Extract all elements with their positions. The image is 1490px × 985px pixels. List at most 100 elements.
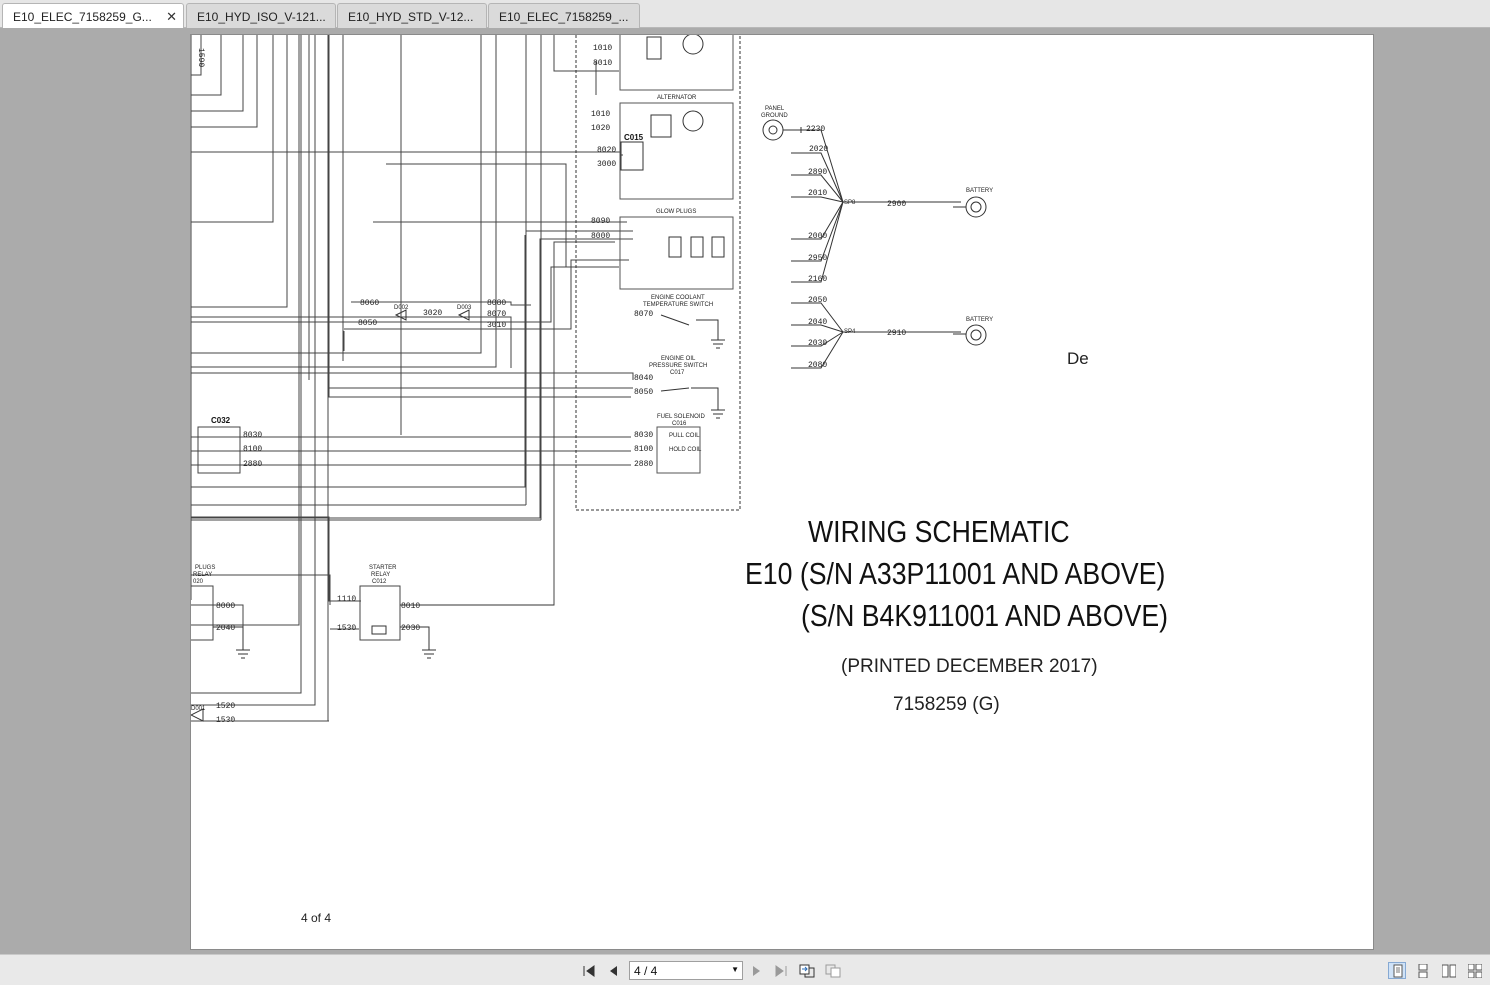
schematic-title: WIRING SCHEMATIC bbox=[808, 514, 1070, 549]
wire-label: 3020 bbox=[423, 309, 442, 318]
wire-label: 2040 bbox=[808, 318, 827, 327]
last-page-icon[interactable] bbox=[773, 963, 789, 979]
starter-relay-label: RELAY bbox=[371, 572, 390, 578]
wire-label: 1110 bbox=[337, 595, 356, 604]
tab-label: E10_ELEC_7158259_... bbox=[499, 10, 629, 24]
d001-label: D001 bbox=[191, 706, 206, 712]
wire-label: 2040 bbox=[216, 624, 235, 633]
coolant-switch-label: TEMPERATURE SWITCH bbox=[643, 302, 713, 308]
continuous-view-icon[interactable] bbox=[1413, 962, 1431, 979]
previous-page-icon[interactable] bbox=[606, 963, 622, 979]
wire-label: 3000 bbox=[597, 160, 616, 169]
wire-label: 8000 bbox=[591, 232, 610, 241]
navigation-bar: 4 / 4 ▼ bbox=[0, 954, 1490, 985]
continuous-facing-view-icon[interactable] bbox=[1465, 962, 1483, 979]
facing-view-icon[interactable] bbox=[1439, 962, 1457, 979]
starter-relay-label: C012 bbox=[372, 579, 387, 585]
wire-label: 3010 bbox=[487, 321, 506, 330]
wire-label: 8000 bbox=[216, 602, 235, 611]
fuel-solenoid-label: C016 bbox=[672, 421, 687, 427]
wire-label: 2900 bbox=[887, 200, 906, 209]
next-page-icon[interactable] bbox=[748, 963, 764, 979]
wire-label: 8050 bbox=[634, 388, 653, 397]
wire-label: 8100 bbox=[634, 445, 653, 454]
wire-label: 8060 bbox=[360, 299, 379, 308]
truncated-text: De bbox=[1067, 349, 1089, 368]
starter-relay-label: STARTER bbox=[369, 565, 397, 571]
single-page-view-icon[interactable] bbox=[1388, 962, 1406, 979]
sp8-label: SP8 bbox=[844, 200, 856, 206]
oil-switch-label: PRESSURE SWITCH bbox=[649, 363, 707, 369]
wire-label: 1520 bbox=[216, 702, 235, 711]
wire-label: 2080 bbox=[808, 361, 827, 370]
tab-label: E10_ELEC_7158259_G... bbox=[13, 10, 152, 24]
wire-label: 2910 bbox=[887, 329, 906, 338]
sp4-label: SP4 bbox=[844, 329, 856, 335]
schematic-model-line: E10 (S/N A33P11001 AND ABOVE) bbox=[745, 556, 1166, 591]
wire-label: 2050 bbox=[808, 296, 827, 305]
wire-label: 2950 bbox=[808, 254, 827, 263]
go-forward-icon[interactable] bbox=[825, 963, 841, 979]
wire-label: 8080 bbox=[487, 299, 506, 308]
d002-label: D002 bbox=[394, 305, 409, 311]
wire-label: 1590 bbox=[196, 48, 205, 67]
close-icon[interactable]: ✕ bbox=[166, 9, 177, 24]
wire-label: 2020 bbox=[809, 145, 828, 154]
go-back-icon[interactable] bbox=[799, 963, 815, 979]
wire-label: 8040 bbox=[634, 374, 653, 383]
tab-label: E10_HYD_ISO_V-121... bbox=[197, 10, 326, 24]
glow-relay-label: RELAY bbox=[193, 572, 212, 578]
wire-label: 8030 bbox=[634, 431, 653, 440]
printed-date: (PRINTED DECEMBER 2017) bbox=[841, 656, 1098, 677]
wire-label: 2230 bbox=[806, 125, 825, 134]
tab-e10-hyd-iso[interactable]: E10_HYD_ISO_V-121... bbox=[186, 3, 336, 28]
battery-label: BATTERY bbox=[966, 188, 993, 194]
first-page-icon[interactable] bbox=[581, 963, 597, 979]
oil-switch-label: C017 bbox=[670, 370, 685, 376]
document-viewer[interactable]: 1010 8010 ALTERNATOR C015 1010 1020 8020… bbox=[0, 28, 1490, 954]
wire-label: 2030 bbox=[808, 339, 827, 348]
pdf-page: 1010 8010 ALTERNATOR C015 1010 1020 8020… bbox=[190, 34, 1374, 950]
wire-label: 2890 bbox=[808, 168, 827, 177]
wire-label: 8070 bbox=[634, 310, 653, 319]
tab-e10-elec-g[interactable]: E10_ELEC_7158259_G... ✕ bbox=[2, 3, 184, 29]
tab-label: E10_HYD_STD_V-12... bbox=[348, 10, 474, 24]
c015-label: C015 bbox=[624, 133, 644, 142]
battery-label: BATTERY bbox=[966, 317, 993, 323]
glow-plugs-label: GLOW PLUGS bbox=[656, 209, 696, 215]
wire-label: 8100 bbox=[243, 445, 262, 454]
wire-label: 1530 bbox=[337, 624, 356, 633]
wire-label: 8020 bbox=[597, 146, 616, 155]
wire-label: 2160 bbox=[808, 275, 827, 284]
wire-label: 8030 bbox=[243, 431, 262, 440]
chevron-down-icon: ▼ bbox=[731, 965, 739, 974]
panel-ground-label: PANEL bbox=[765, 106, 785, 112]
tab-e10-elec[interactable]: E10_ELEC_7158259_... bbox=[488, 3, 640, 28]
wire-label: 2030 bbox=[401, 624, 420, 633]
wire-label: 2880 bbox=[634, 460, 653, 469]
alternator-label: ALTERNATOR bbox=[657, 95, 697, 101]
page-number-select[interactable]: 4 / 4 ▼ bbox=[629, 961, 743, 980]
wire-label: 8010 bbox=[401, 602, 420, 611]
c032-label: C032 bbox=[211, 416, 231, 425]
wire-label: 2010 bbox=[808, 189, 827, 198]
wire-label: 2000 bbox=[808, 232, 827, 241]
glow-relay-label: PLUGS bbox=[195, 565, 215, 571]
glow-relay-label: 020 bbox=[193, 579, 204, 585]
tab-e10-hyd-std[interactable]: E10_HYD_STD_V-12... bbox=[337, 3, 487, 28]
panel-ground-label: GROUND bbox=[761, 113, 788, 119]
fuel-solenoid-label: FUEL SOLENOID bbox=[657, 414, 705, 420]
schematic-serial-line: (S/N B4K911001 AND ABOVE) bbox=[801, 598, 1169, 633]
wire-label: 1020 bbox=[591, 124, 610, 133]
coolant-switch-label: ENGINE COOLANT bbox=[651, 295, 705, 301]
wire-label: 2880 bbox=[243, 460, 262, 469]
wire-label: 1010 bbox=[593, 44, 612, 53]
wire-label: 8090 bbox=[591, 217, 610, 226]
wire-label: 8070 bbox=[487, 310, 506, 319]
pull-coil-label: PULL COIL bbox=[669, 433, 700, 439]
oil-switch-label: ENGINE OIL bbox=[661, 356, 696, 362]
wire-label: 8010 bbox=[593, 59, 612, 68]
d003-label: D003 bbox=[457, 305, 472, 311]
part-number: 7158259 (G) bbox=[893, 694, 1000, 715]
page-footer: 4 of 4 bbox=[301, 911, 332, 925]
